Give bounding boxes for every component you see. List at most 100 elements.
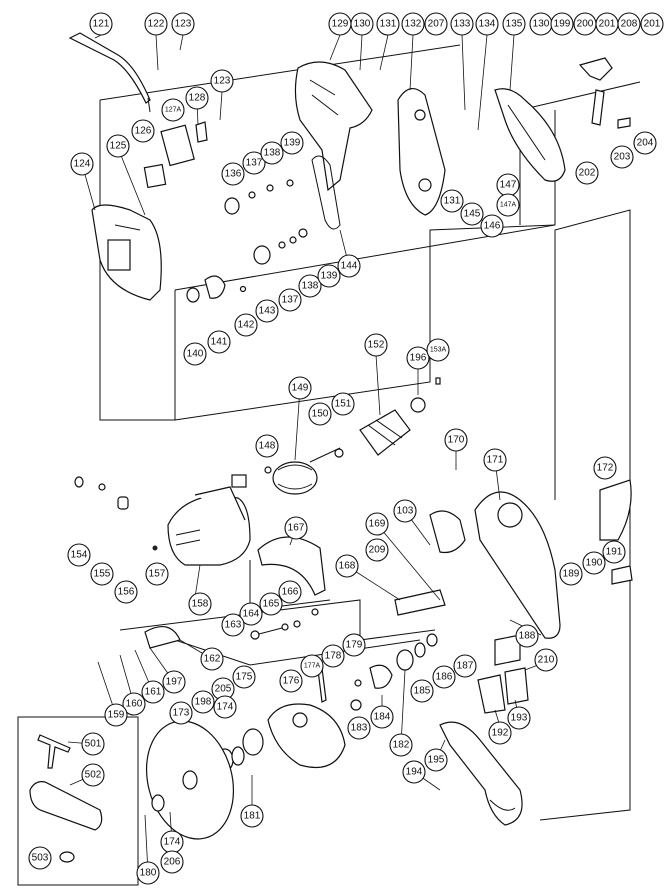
svg-text:204: 204 [637, 138, 654, 149]
callout-184: 184 [370, 705, 394, 729]
callout-503: 503 [28, 846, 52, 870]
svg-text:203: 203 [614, 152, 631, 163]
callout-133: 133 [450, 12, 474, 36]
callout-174: 174 [213, 695, 237, 719]
spindle-parts [317, 633, 438, 711]
callout-177A: 177A [300, 654, 324, 678]
callout-170: 170 [444, 428, 468, 452]
fence-168 [394, 589, 446, 616]
gear-case [429, 491, 561, 639]
callout-187: 187 [453, 654, 477, 678]
callout-190: 190 [582, 551, 606, 575]
callout-131: 131 [376, 12, 400, 36]
lock-lever [578, 57, 631, 129]
svg-text:174: 174 [217, 702, 234, 713]
svg-text:130: 130 [533, 19, 550, 30]
svg-text:177A: 177A [304, 663, 321, 670]
callout-168: 168 [335, 554, 359, 578]
svg-text:501: 501 [85, 739, 102, 750]
callout-131b: 131 [440, 189, 464, 213]
svg-text:125: 125 [110, 141, 127, 152]
callout-188: 188 [515, 624, 539, 648]
saw-blade [145, 720, 235, 840]
callout-123b: 123 [210, 69, 234, 93]
callout-193: 193 [507, 706, 531, 730]
callout-172: 172 [593, 456, 617, 480]
svg-text:141: 141 [211, 337, 228, 348]
svg-text:143: 143 [259, 306, 276, 317]
svg-text:131: 131 [380, 19, 397, 30]
power-cord [68, 32, 151, 113]
svg-text:123: 123 [175, 19, 192, 30]
callout-161: 161 [141, 680, 165, 704]
callout-137b: 137 [278, 288, 302, 312]
svg-text:140: 140 [187, 349, 204, 360]
svg-text:166: 166 [282, 587, 299, 598]
svg-text:128: 128 [189, 93, 206, 104]
switch-block [143, 121, 208, 189]
svg-text:195: 195 [428, 755, 445, 766]
svg-text:157: 157 [149, 569, 166, 580]
callout-178: 178 [321, 644, 345, 668]
blade-guard-lower-176 [267, 703, 346, 769]
callout-195: 195 [424, 748, 448, 772]
callout-176: 176 [279, 669, 303, 693]
callout-139b: 139 [317, 264, 341, 288]
callout-192: 192 [488, 721, 512, 745]
svg-text:196: 196 [410, 353, 427, 364]
svg-text:189: 189 [563, 569, 580, 580]
svg-text:121: 121 [93, 19, 110, 30]
callout-155: 155 [90, 562, 114, 586]
callout-154: 154 [67, 543, 91, 567]
svg-text:155: 155 [94, 569, 111, 580]
svg-text:160: 160 [126, 699, 143, 710]
svg-text:171: 171 [487, 455, 504, 466]
clamp-parts [477, 634, 529, 714]
svg-text:208: 208 [621, 19, 638, 30]
blade-guard-upper [599, 479, 633, 585]
svg-text:129: 129 [332, 19, 349, 30]
callout-204: 204 [633, 131, 657, 155]
svg-text:139: 139 [321, 271, 338, 282]
svg-text:137: 137 [246, 158, 263, 169]
svg-text:197: 197 [166, 677, 183, 688]
callout-171: 171 [483, 448, 507, 472]
svg-text:147A: 147A [500, 202, 517, 209]
callout-122: 122 [144, 12, 168, 36]
shaft-components [186, 179, 308, 303]
svg-text:181: 181 [244, 811, 261, 822]
armature-assembly [309, 377, 441, 463]
svg-text:173: 173 [173, 708, 190, 719]
svg-text:175: 175 [236, 672, 253, 683]
svg-text:188: 188 [519, 631, 536, 642]
callout-174b: 174 [160, 830, 184, 854]
svg-text:132: 132 [405, 19, 422, 30]
callout-132: 132 [401, 12, 425, 36]
callout-125: 125 [106, 134, 130, 158]
svg-text:138: 138 [264, 148, 281, 159]
svg-text:164: 164 [243, 609, 260, 620]
svg-text:180: 180 [140, 868, 157, 879]
callout-138b: 138 [298, 274, 322, 298]
svg-text:122: 122 [148, 19, 165, 30]
svg-text:126: 126 [135, 126, 152, 137]
lower-guard-162 [144, 625, 181, 649]
callout-145: 145 [460, 202, 484, 226]
callout-162: 162 [200, 647, 224, 671]
callout-150: 150 [308, 402, 332, 426]
svg-text:144: 144 [341, 261, 358, 272]
svg-text:206: 206 [164, 857, 181, 868]
belt [311, 155, 341, 230]
callout-199: 199 [550, 12, 574, 36]
callout-166: 166 [278, 580, 302, 604]
callout-137: 137 [242, 151, 266, 175]
callout-147A: 147A [496, 193, 520, 217]
callout-191: 191 [602, 540, 626, 564]
callout-163: 163 [221, 613, 245, 637]
svg-text:187: 187 [457, 661, 474, 672]
svg-text:161: 161 [145, 687, 162, 698]
svg-text:134: 134 [479, 19, 496, 30]
callout-208: 208 [617, 12, 641, 36]
svg-text:136: 136 [225, 169, 242, 180]
